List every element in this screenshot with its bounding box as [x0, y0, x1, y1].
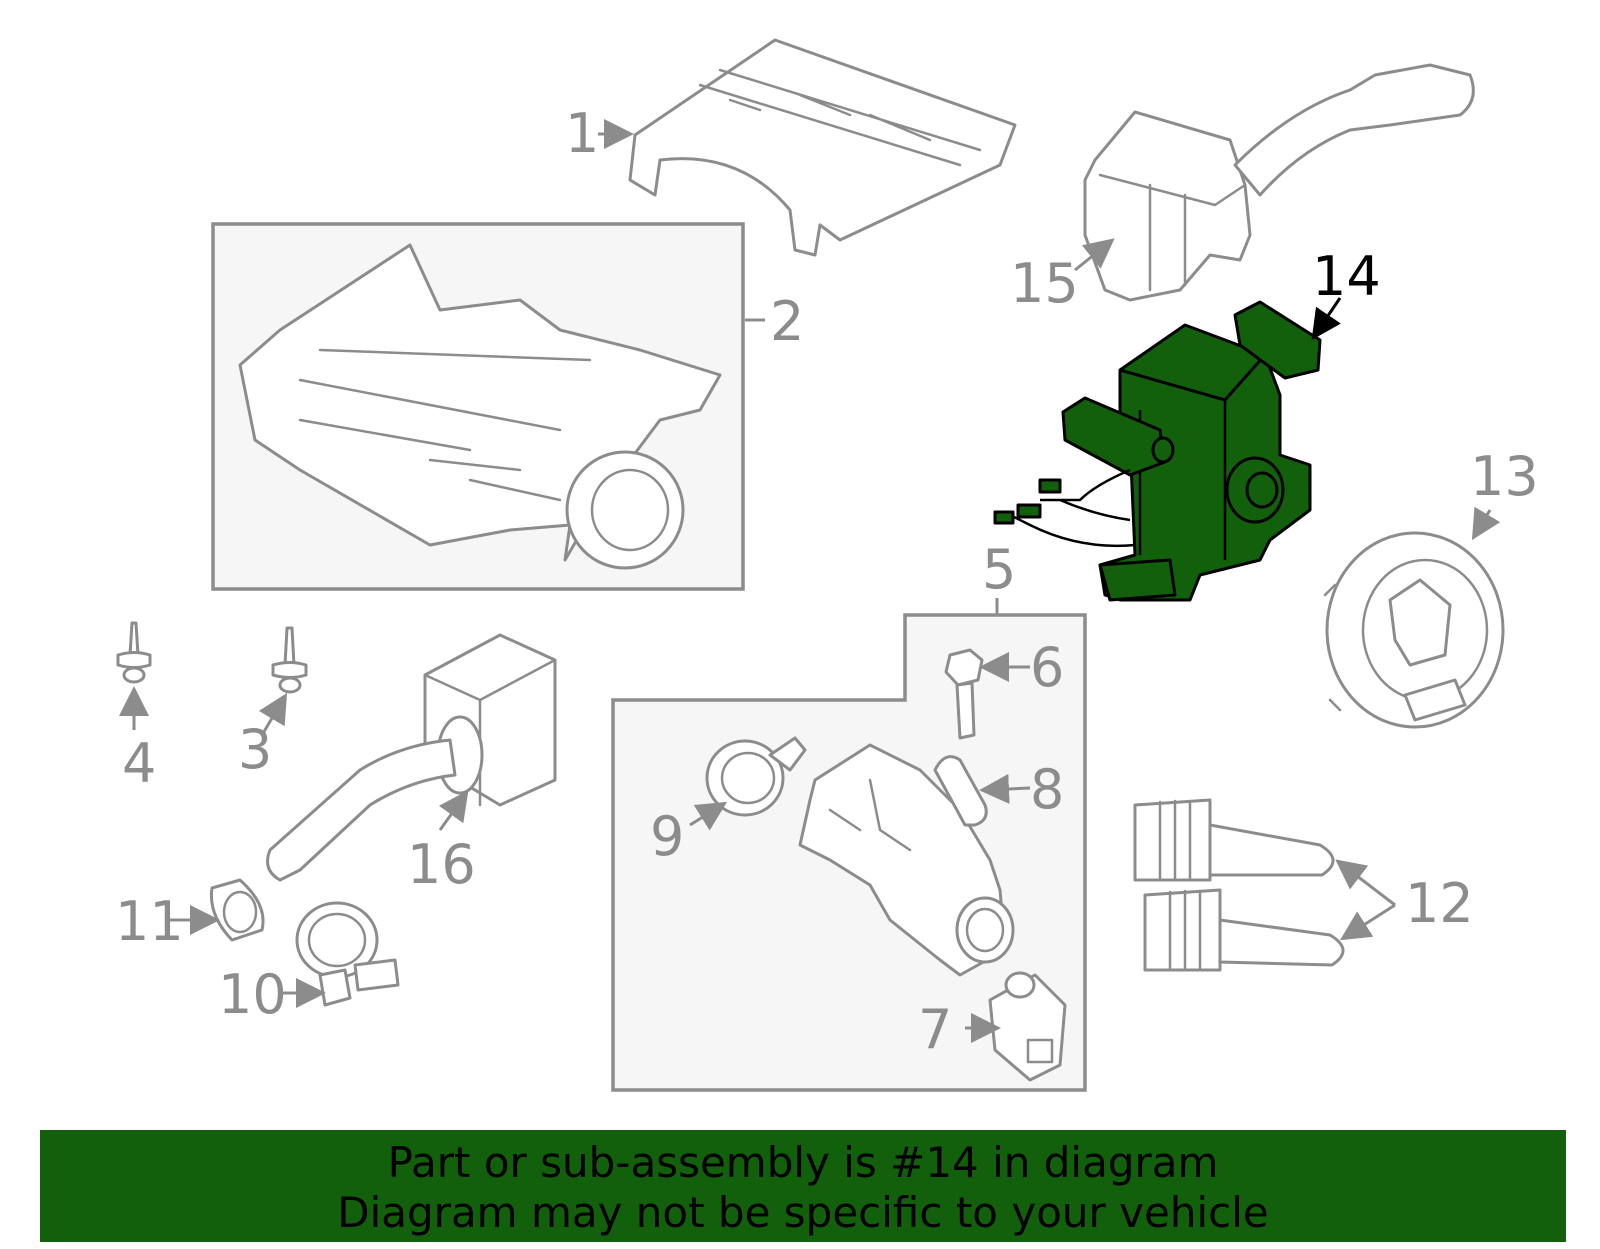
callout-10: 10	[218, 963, 287, 1026]
part-6-bolt	[944, 648, 984, 740]
part-5-lock-housing	[798, 743, 1015, 977]
banner-line-2: Diagram may not be specific to your vehi…	[337, 1188, 1269, 1237]
callout-7: 7	[918, 998, 952, 1061]
part-16-wiper-switch	[266, 633, 557, 882]
info-banner: Part or sub-assembly is #14 in diagram D…	[40, 1130, 1566, 1242]
callout-9: 9	[650, 805, 684, 868]
callout-11: 11	[115, 890, 184, 953]
callout-2: 2	[770, 290, 804, 353]
callout-16: 16	[407, 833, 476, 896]
callout-14: 14	[1312, 245, 1381, 308]
leader-12a	[1335, 859, 1396, 907]
callout-3: 3	[238, 718, 272, 781]
part-13-clockspring	[1323, 531, 1505, 729]
leader-16	[438, 790, 469, 831]
part-9-ring	[705, 736, 807, 817]
part-10-ring	[295, 901, 400, 1007]
part-8-bulb	[933, 755, 988, 827]
leader-12b	[1339, 903, 1396, 941]
part-4-screw	[116, 621, 152, 684]
banner-line-1: Part or sub-assembly is #14 in diagram	[387, 1138, 1219, 1187]
leader-3	[258, 692, 288, 736]
leader-14	[1311, 297, 1342, 340]
callout-12: 12	[1405, 872, 1474, 935]
part-1-upper-shroud	[628, 38, 1017, 257]
leader-8	[979, 773, 1031, 804]
leader-15	[1074, 238, 1115, 272]
part-2-lower-shroud	[238, 243, 722, 570]
callout-1: 1	[565, 102, 599, 165]
callout-5: 5	[982, 538, 1016, 601]
leader-13	[1471, 506, 1501, 541]
part-3-screw	[271, 626, 308, 694]
callout-15: 15	[1010, 252, 1079, 315]
part-12-keys	[1133, 798, 1345, 972]
callout-13: 13	[1470, 445, 1539, 508]
part-14-combination-switch-highlighted	[993, 300, 1322, 602]
part-11-bezel	[209, 878, 265, 942]
leader-9	[689, 801, 728, 831]
callout-6: 6	[1030, 636, 1064, 699]
callout-4: 4	[122, 732, 156, 795]
part-7-switch	[988, 971, 1067, 1082]
callout-8: 8	[1030, 758, 1064, 821]
part-15-switch-module	[1083, 63, 1475, 302]
